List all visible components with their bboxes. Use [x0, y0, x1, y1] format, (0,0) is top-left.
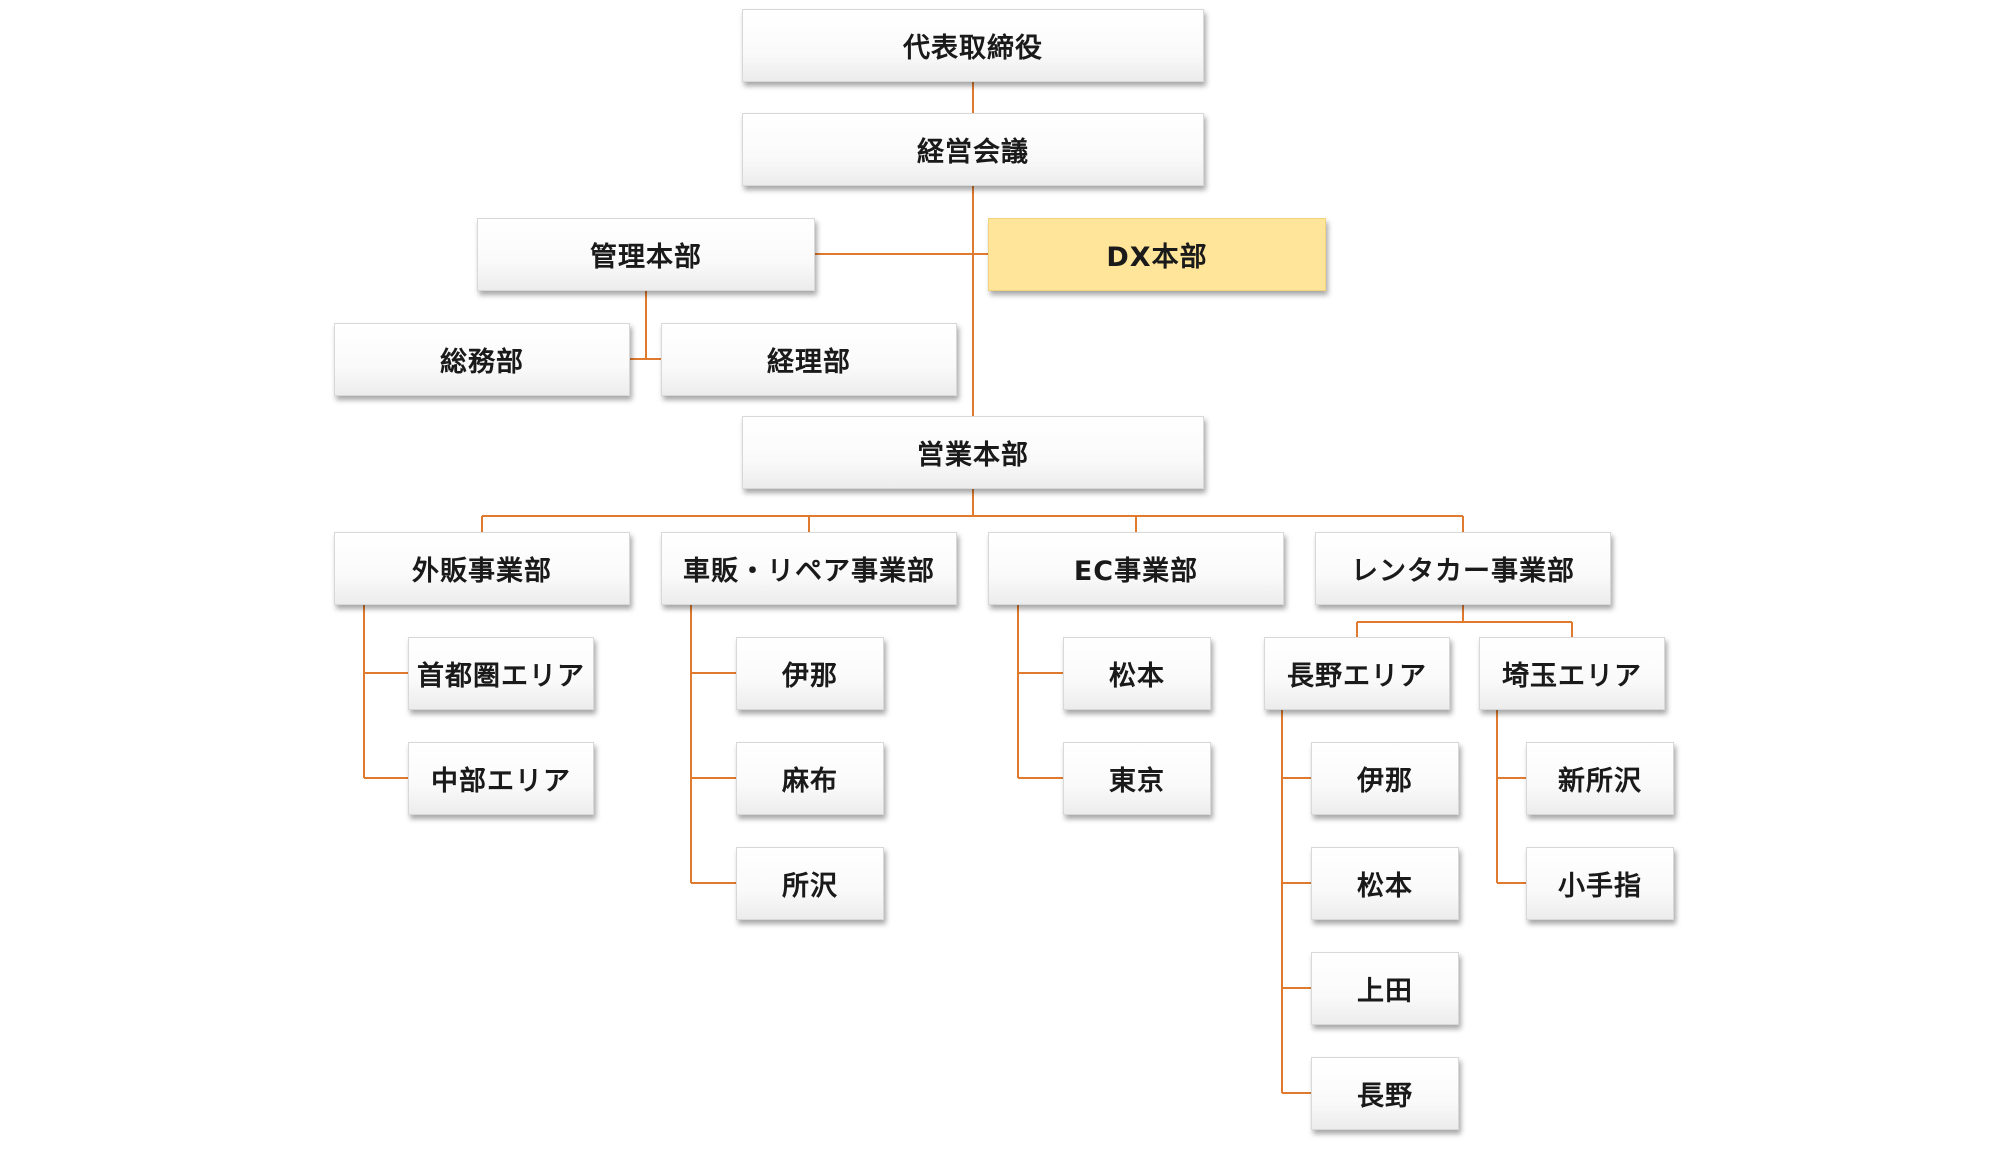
node-admin-hq: 管理本部	[477, 218, 815, 291]
node-rental-nagano-area: 長野エリア	[1264, 637, 1450, 710]
node-management-meeting: 経営会議	[742, 113, 1204, 186]
node-vehicle-sales-repair: 車販・リペア事業部	[661, 532, 957, 605]
node-veh-azabu: 麻布	[736, 742, 884, 815]
node-ceo: 代表取締役	[742, 9, 1204, 82]
node-ec: EC事業部	[988, 532, 1284, 605]
node-veh-ina: 伊那	[736, 637, 884, 710]
node-sales-hq: 営業本部	[742, 416, 1204, 489]
node-ext-metro-area: 首都圏エリア	[408, 637, 594, 710]
node-general-affairs: 総務部	[334, 323, 630, 396]
node-external-sales: 外販事業部	[334, 532, 630, 605]
node-nagano-nagano: 長野	[1311, 1057, 1459, 1130]
node-accounting: 経理部	[661, 323, 957, 396]
node-saitama-shintokorozawa: 新所沢	[1526, 742, 1674, 815]
node-ext-chubu-area: 中部エリア	[408, 742, 594, 815]
node-ec-matsumoto: 松本	[1063, 637, 1211, 710]
node-veh-tokorozawa: 所沢	[736, 847, 884, 920]
node-rental-saitama-area: 埼玉エリア	[1479, 637, 1665, 710]
node-dx-hq: DX本部	[988, 218, 1326, 291]
node-saitama-kotesashi: 小手指	[1526, 847, 1674, 920]
node-nagano-matsumoto: 松本	[1311, 847, 1459, 920]
node-rental-car: レンタカー事業部	[1315, 532, 1611, 605]
node-ec-tokyo: 東京	[1063, 742, 1211, 815]
node-nagano-ina: 伊那	[1311, 742, 1459, 815]
node-nagano-ueda: 上田	[1311, 952, 1459, 1025]
